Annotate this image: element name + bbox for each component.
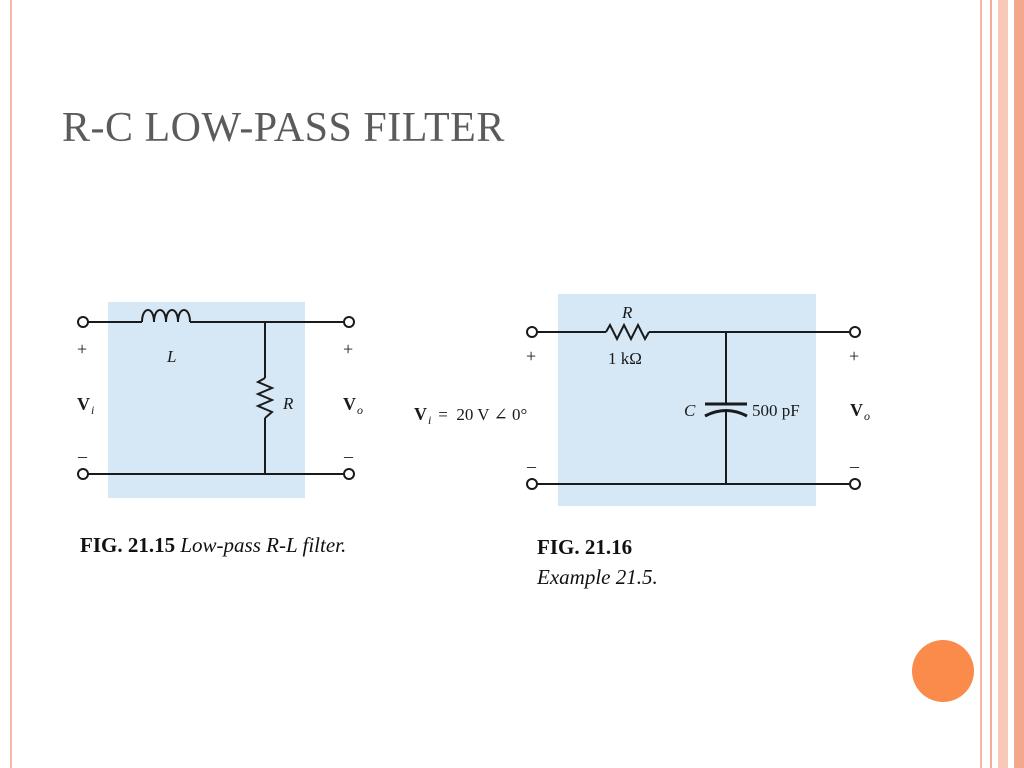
input-plus: +: [77, 339, 87, 359]
capacitor-plate-bottom: [704, 409, 748, 418]
input-minus: –: [526, 456, 537, 476]
figure-2-caption: FIG. 21.16 Example 21.5.: [537, 532, 737, 592]
figure-1-caption-text: Low-pass R-L filter.: [180, 533, 347, 557]
figure-2-caption-text: Example 21.5.: [537, 565, 658, 589]
figure-1-background: [108, 302, 305, 498]
figure-1-caption: FIG. 21.15 Low-pass R-L filter.: [80, 530, 380, 560]
terminal-in-bottom: [77, 468, 89, 480]
terminal-out-top: [849, 326, 861, 338]
terminal-out-bottom: [849, 478, 861, 490]
source-voltage-value: = 20 V ∠ 0°: [434, 405, 527, 424]
terminal-out-top: [343, 316, 355, 328]
decorative-orb: [912, 640, 974, 702]
resistor-label: R: [621, 303, 633, 322]
resistor-label: R: [282, 394, 294, 413]
input-minus: –: [77, 446, 88, 466]
slide-frame-right: [976, 0, 1024, 768]
capacitor-value: 500 pF: [752, 401, 800, 420]
terminal-out-bottom: [343, 468, 355, 480]
terminal-in-top: [526, 326, 538, 338]
input-plus: +: [526, 346, 536, 366]
terminal-in-bottom: [526, 478, 538, 490]
source-voltage-label: V: [414, 404, 427, 424]
source-voltage-subscript: i: [428, 413, 431, 427]
output-voltage-subscript: o: [864, 409, 870, 423]
output-minus: –: [343, 446, 354, 466]
inductor-symbol: [141, 309, 191, 323]
output-voltage-subscript: o: [357, 403, 363, 417]
figure-2-caption-number: FIG. 21.16: [537, 535, 633, 559]
terminal-in-top: [77, 316, 89, 328]
input-voltage-subscript: i: [91, 403, 94, 417]
output-voltage-label: V: [850, 400, 863, 420]
capacitor-label: C: [684, 401, 696, 420]
output-plus: +: [849, 346, 859, 366]
resistor-symbol: [255, 377, 275, 419]
figure-1-caption-number: FIG. 21.15: [80, 533, 176, 557]
resistor-symbol: [605, 322, 650, 342]
input-voltage-label: V: [77, 394, 90, 414]
output-voltage-label: V: [343, 394, 356, 414]
resistor-value: 1 kΩ: [608, 349, 642, 368]
figure-2-background: [558, 294, 816, 506]
figure-rl-filter: L R + + – – V i V o: [77, 302, 363, 498]
figure-rc-filter: R 1 kΩ C 500 pF + + – – V i = 20 V ∠ 0° …: [414, 294, 870, 506]
slide-frame-left: [0, 0, 12, 768]
inductor-label: L: [166, 347, 176, 366]
output-minus: –: [849, 456, 860, 476]
output-plus: +: [343, 339, 353, 359]
slide-title: R-C LOW-PASS FILTER: [62, 105, 505, 151]
